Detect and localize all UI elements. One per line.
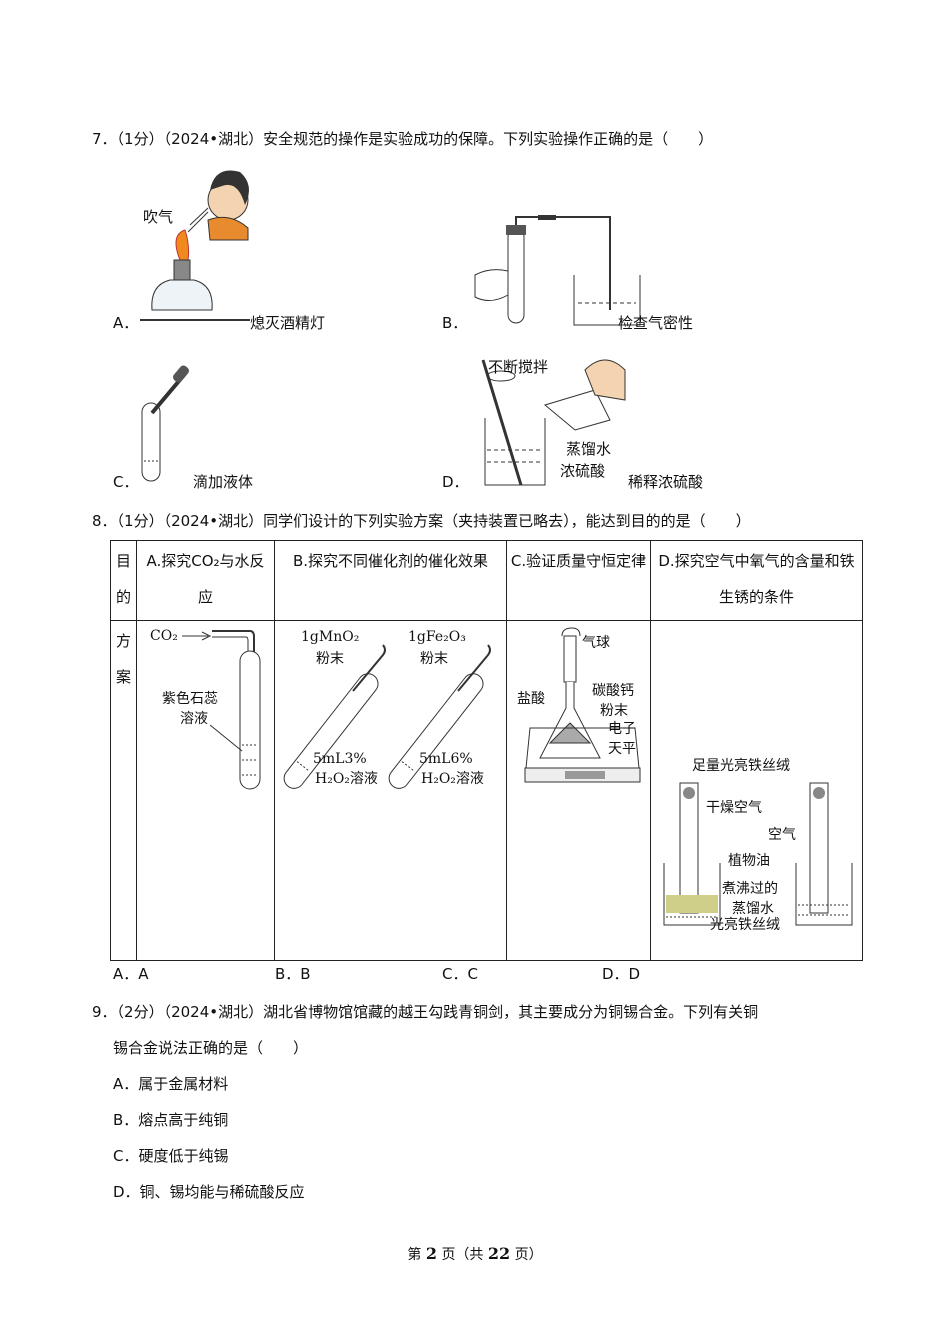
row-header-purpose: 目的	[110, 540, 137, 621]
fig-d-iron: 光亮铁丝绒	[710, 917, 780, 933]
footer-mid: 页（共	[441, 1247, 484, 1263]
fig-d-wool: 足量光亮铁丝绒	[692, 758, 790, 774]
fig-c-balloon: 气球	[582, 635, 610, 651]
option-9a: A．属于金属材料	[113, 1075, 229, 1093]
option-8b: B．B	[275, 965, 311, 983]
figure-7b-airtightness	[474, 215, 641, 326]
option-7b-letter: B．	[442, 314, 468, 332]
footer-post: 页）	[514, 1247, 543, 1263]
figure-8c	[524, 627, 641, 783]
label-stir: 不断搅拌	[488, 358, 549, 376]
label-blow: 吹气	[143, 208, 174, 226]
fig-c-balance1: 电子	[608, 721, 636, 737]
purpose-a: A.探究CO₂与水反应	[136, 540, 275, 621]
fig-d-oil: 植物油	[728, 853, 770, 869]
option-9d: D．铜、锡均能与稀硫酸反应	[113, 1183, 305, 1201]
figure-7c-dropper	[141, 365, 189, 482]
figure-7d-dilution	[481, 359, 626, 486]
option-9c: C．硬度低于纯锡	[113, 1147, 229, 1165]
label-water: 蒸馏水	[566, 440, 612, 458]
fig-b-cat2: 1gFe₂O₃	[408, 629, 466, 645]
option-7a-caption: 熄灭酒精灯	[250, 314, 326, 332]
option-7b-caption: 检查气密性	[618, 314, 694, 332]
option-7d-caption: 稀释浓硫酸	[628, 473, 704, 491]
footer-pre: 第	[407, 1247, 422, 1263]
fig-a-gas: CO₂	[150, 628, 178, 644]
page-footer: 第 2 页（共 22 页）	[0, 1244, 950, 1264]
option-7a-letter: A．	[113, 314, 139, 332]
purpose-d: D.探究空气中氧气的含量和铁生锈的条件	[650, 540, 863, 621]
fig-a-liquid2: 溶液	[180, 711, 208, 727]
fig-b-sol-b: H₂O₂溶液	[421, 771, 484, 787]
option-8c: C．C	[442, 965, 478, 983]
fig-b-cat1: 1gMnO₂	[301, 629, 359, 645]
option-7d-letter: D．	[442, 473, 469, 491]
fig-d-boiled1: 煮沸过的	[722, 881, 778, 897]
purpose-c: C.验证质量守恒定律	[506, 540, 651, 621]
figure-7a-alcohol-lamp	[140, 170, 250, 321]
label-acid: 浓硫酸	[560, 462, 606, 480]
option-7c-caption: 滴加液体	[193, 473, 254, 491]
fig-c-powder1: 碳酸钙	[592, 683, 634, 699]
fig-d-dry-air: 干燥空气	[706, 800, 762, 816]
fig-b-sol-a: H₂O₂溶液	[315, 771, 378, 787]
plan-c	[506, 620, 651, 961]
fig-b-cat1b: 粉末	[316, 651, 344, 667]
fig-b-sol1: 5mL3%	[313, 751, 367, 767]
fig-b-cat2b: 粉末	[420, 651, 448, 667]
question-9-stem-line2: 锡合金说法正确的是（ ）	[113, 1039, 309, 1057]
option-7c-letter: C．	[113, 473, 139, 491]
fig-a-liquid1: 紫色石蕊	[162, 691, 218, 707]
option-8a: A．A	[113, 965, 149, 983]
question-7-stem: 7．（1分）（2024•湖北）安全规范的操作是实验成功的保障。下列实验操作正确的…	[92, 130, 714, 148]
fig-c-powder2: 粉末	[600, 703, 628, 719]
option-8d: D．D	[602, 965, 641, 983]
fig-c-acid: 盐酸	[517, 691, 545, 707]
figure-8a: CO₂	[150, 628, 261, 790]
fig-c-balance2: 天平	[608, 741, 636, 757]
footer-page-number: 2	[425, 1244, 437, 1263]
purpose-b: B.探究不同催化剂的催化效果	[274, 540, 507, 621]
row-header-plan: 方案	[110, 620, 137, 961]
question-9-stem-line1: 9．（2分）（2024•湖北）湖北省博物馆馆藏的越王勾践青铜剑，其主要成分为铜锡…	[92, 1003, 759, 1021]
fig-b-sol2: 5mL6%	[419, 751, 473, 767]
figure-8b: 1gMnO₂ 1gFe₂O₃ 5mL3% 5mL6% H₂O₂溶液 H₂O₂溶液	[283, 629, 491, 789]
option-9b: B．熔点高于纯铜	[113, 1111, 229, 1129]
fig-d-air: 空气	[768, 827, 796, 843]
figure-8d	[663, 782, 853, 926]
footer-total-pages: 22	[487, 1244, 511, 1263]
question-8-stem: 8．（1分）（2024•湖北）同学们设计的下列实验方案（夹持装置已略去），能达到…	[92, 512, 751, 530]
fig-d-boiled2: 蒸馏水	[732, 901, 774, 917]
